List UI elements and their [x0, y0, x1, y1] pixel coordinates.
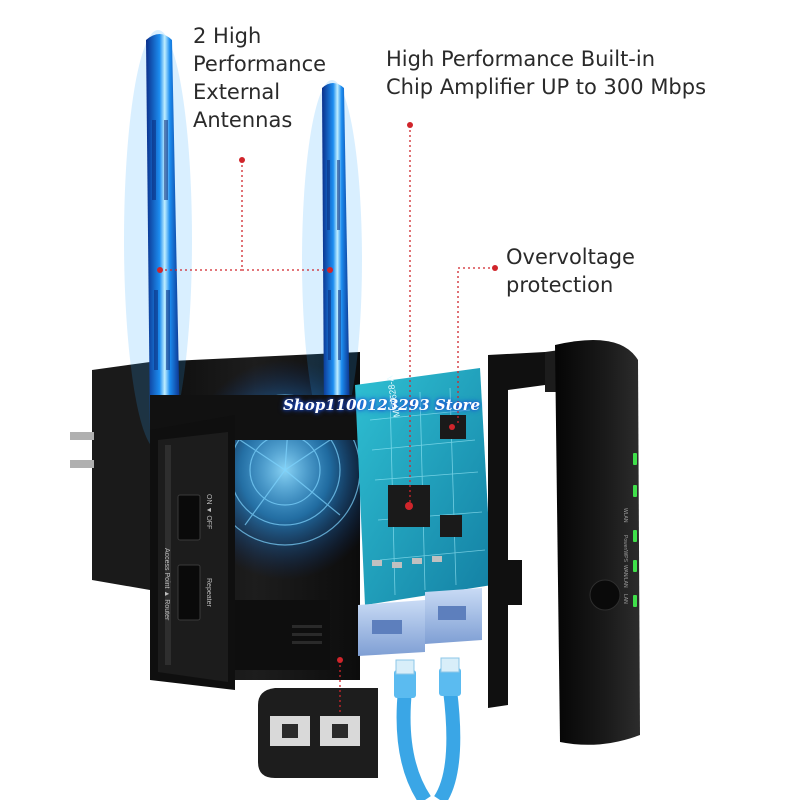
rj45-connector-right [439, 657, 461, 696]
circuit-board [355, 368, 492, 605]
led-label-lan: LAN [622, 594, 628, 604]
ethernet-port-blocks [358, 588, 482, 656]
callout-chip: High Performance Built-in Chip Amplifier… [386, 45, 706, 101]
antenna-left [124, 30, 192, 450]
led-label-wlan: WLAN [622, 508, 628, 523]
front-panel [150, 415, 235, 690]
mode-switch-sublabel: Access Point ▲ Router [163, 548, 170, 621]
led-label-power-wps: Power/WPS [622, 535, 628, 562]
ethernet-ports-inset [258, 688, 378, 778]
power-switch-label: ON ▼ OFF [205, 494, 212, 530]
callout-antennas-line-3: External [193, 80, 281, 104]
wps-button[interactable] [589, 579, 621, 611]
outer-cover [488, 340, 640, 745]
callout-antennas-line-4: Antennas [193, 108, 293, 132]
callout-antennas: 2 High Performance External Antennas [193, 22, 326, 134]
antenna-right [302, 80, 362, 440]
callout-lines [160, 125, 495, 715]
mode-switch-label: Repeater [205, 578, 212, 607]
callout-chip-line-2: Chip Amplifier UP to 300 Mbps [386, 75, 707, 99]
status-leds [633, 453, 637, 607]
callout-overvoltage-line-1: Overvoltage [506, 245, 635, 269]
callout-antennas-line-2: Performance [193, 52, 327, 76]
power-switch[interactable] [177, 494, 201, 541]
store-watermark: Shop1100123293 Store [283, 396, 481, 414]
callout-chip-line-1: High Performance Built-in [386, 47, 656, 71]
led-label-wan-lan: WAN/LAN [622, 565, 628, 588]
callout-overvoltage-line-2: protection [506, 273, 614, 297]
callout-overvoltage: Overvoltage protection [506, 243, 635, 299]
power-plug-prongs [70, 432, 94, 468]
callout-antennas-line-1: 2 High [193, 24, 262, 48]
callout-dots [157, 122, 498, 663]
mode-switch[interactable] [177, 564, 201, 621]
network-cables [394, 657, 461, 800]
rj45-connector-left [394, 659, 416, 698]
